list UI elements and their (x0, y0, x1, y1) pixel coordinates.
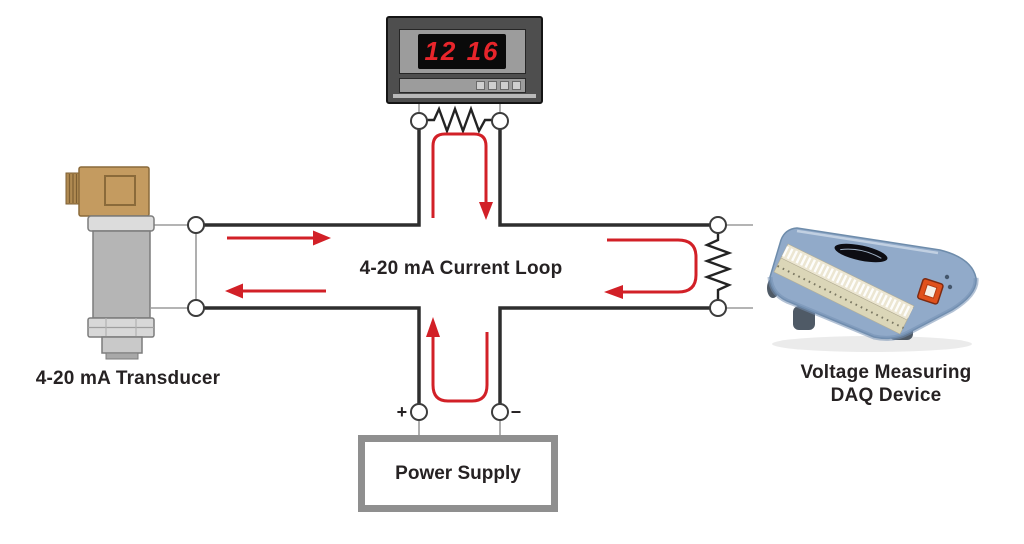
terminal (410, 403, 428, 421)
transducer-body (92, 230, 151, 319)
wire-bottom-left (204, 306, 421, 404)
daq-pin-slats (782, 246, 913, 318)
daq-bottom-shade (767, 276, 979, 341)
meter-bezel: 12 16 (399, 29, 526, 74)
positive-terminal-label: + (396, 402, 408, 422)
current-arrows (225, 132, 698, 403)
terminal (410, 112, 428, 130)
transducer-connector-window (104, 175, 136, 206)
transducer-rib-lines (68, 174, 78, 203)
terminal (491, 112, 509, 130)
daq-label: Voltage Measuring DAQ Device (772, 361, 1000, 407)
terminal (187, 299, 205, 317)
daq-logo (834, 243, 888, 263)
daq-illustration (767, 227, 979, 352)
transducer-connector (78, 166, 150, 217)
arrow-bottom-left-left (225, 283, 326, 299)
meter-button (476, 81, 485, 90)
meter-display: 12 16 (418, 34, 506, 69)
thick-wires (204, 129, 710, 404)
transducer-hex-facets (105, 318, 137, 337)
terminal (187, 216, 205, 234)
transducer-stem (101, 336, 143, 354)
negative-terminal-label: − (510, 402, 522, 422)
power-supply-label: Power Supply (395, 462, 521, 484)
transducer-collar (87, 215, 155, 232)
meter-bottom-stripe (393, 94, 536, 98)
wire-bottom-right (498, 306, 710, 404)
daq-led-hole (947, 284, 953, 290)
terminal (491, 403, 509, 421)
meter-button (500, 81, 509, 90)
arrow-uturn-shunt (604, 238, 698, 299)
meter-reading: 12 16 (424, 36, 500, 66)
thin-wires (151, 104, 753, 435)
daq-top-highlight (796, 229, 939, 255)
daq-shadow (772, 336, 972, 352)
loop-label: 4-20 mA Current Loop (359, 258, 563, 279)
meter-resistor (427, 105, 492, 135)
daq-label-line2: DAQ Device (830, 385, 942, 406)
panel-meter: 12 16 (386, 16, 543, 104)
arrow-uturn-psu (426, 317, 489, 403)
shunt-resistor (703, 233, 733, 300)
transducer-tip (105, 352, 139, 360)
meter-button (488, 81, 497, 90)
terminal (709, 299, 727, 317)
transducer-illustration (65, 166, 155, 360)
power-supply-box: Power Supply (358, 435, 558, 512)
meter-button-row (399, 78, 526, 93)
daq-led-hole (944, 274, 950, 280)
meter-button (512, 81, 521, 90)
wire-top-left (204, 129, 421, 227)
daq-label-line1: Voltage Measuring (800, 362, 972, 383)
daq-screw-dots (777, 265, 904, 329)
terminals (187, 112, 727, 421)
usb-port (917, 277, 944, 305)
wire-top-right (498, 129, 710, 227)
arrow-uturn-meter (431, 132, 493, 220)
terminal (709, 216, 727, 234)
transducer-label: 4-20 mA Transducer (35, 368, 221, 389)
arrow-top-left-right (227, 230, 331, 246)
